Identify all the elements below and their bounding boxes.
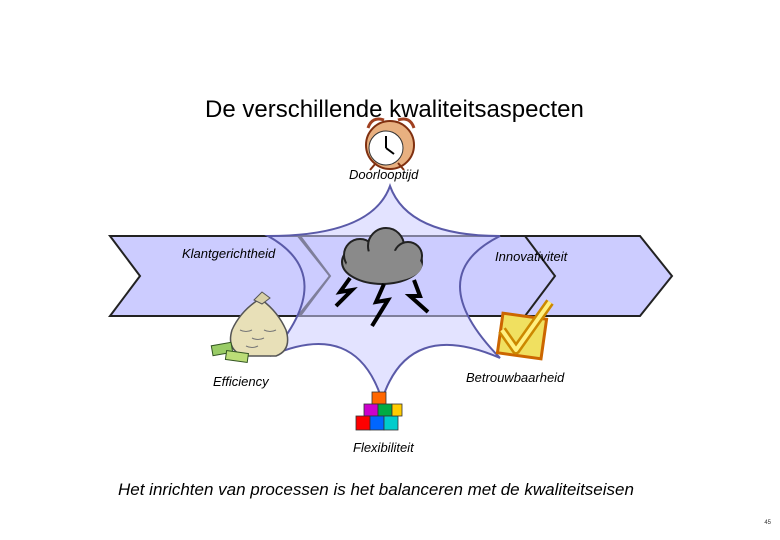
chevron-3 <box>523 235 674 317</box>
aspect-label-innovativiteit: Innovativiteit <box>495 249 568 264</box>
aspect-label-efficiency: Efficiency <box>213 374 269 389</box>
aspect-label-betrouwbaarheid: Betrouwbaarheid <box>466 370 565 385</box>
page-title: De verschillende kwaliteitsaspecten <box>205 96 584 123</box>
aspect-label-klantgerichtheid: Klantgerichtheid <box>182 246 276 261</box>
aspect-label-flexibiliteit: Flexibiliteit <box>353 440 414 455</box>
money-bag-icon <box>210 291 289 364</box>
aspect-label-doorlooptijd: Doorlooptijd <box>349 167 419 182</box>
slide-number: 45 <box>764 520 771 526</box>
building-blocks-icon <box>355 391 403 431</box>
alarm-clock-icon <box>365 117 416 171</box>
subtitle: Het inrichten van processen is het balan… <box>118 480 634 499</box>
storm-cloud-icon <box>334 227 430 328</box>
checkmark-icon <box>495 299 554 361</box>
